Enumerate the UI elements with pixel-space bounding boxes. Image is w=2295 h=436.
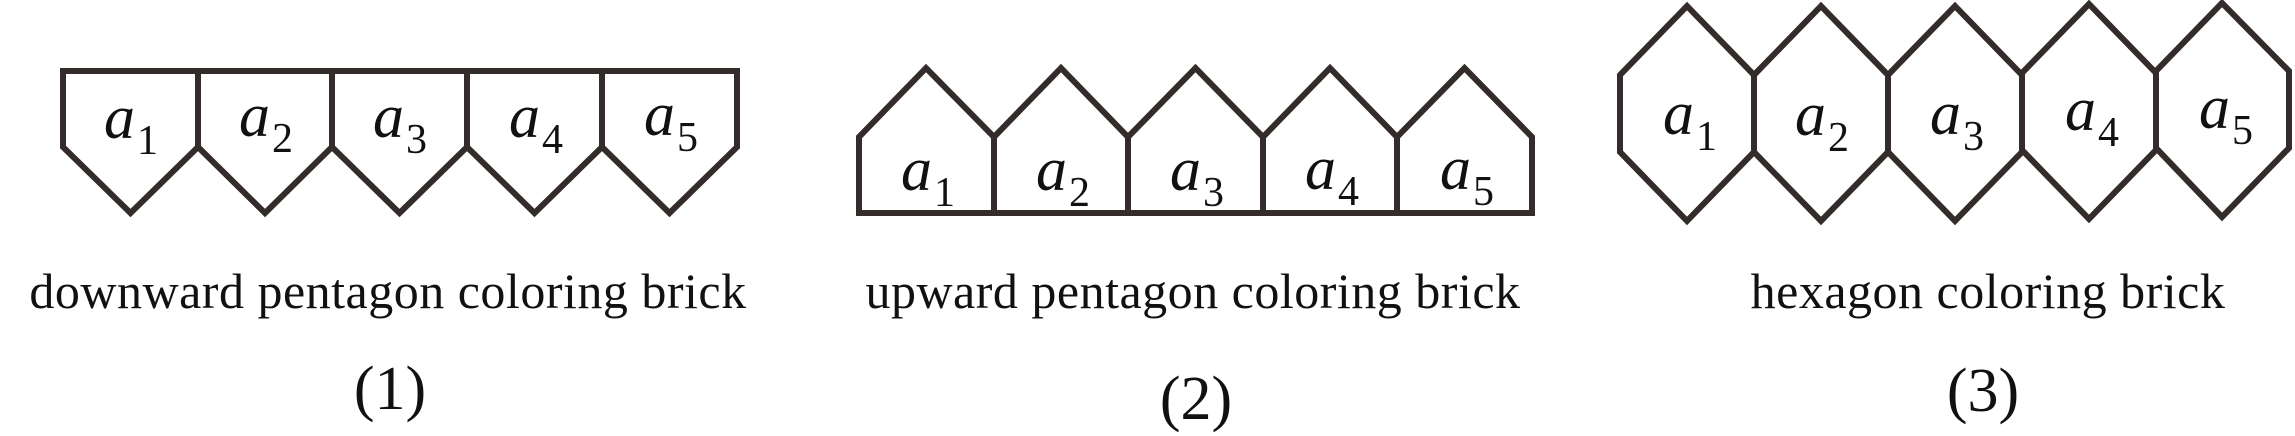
cell-subscript: 1 [934, 170, 955, 216]
cell-subscript: 4 [1338, 169, 1359, 215]
cell-subscript: 3 [1963, 114, 1984, 160]
cell-subscript: 4 [2098, 110, 2119, 156]
upward-pentagon-cell-5 [1394, 63, 1535, 216]
cell-subscript: 3 [406, 117, 427, 163]
cell-variable: a [239, 82, 270, 150]
cell-subscript: 2 [1069, 170, 1090, 216]
cell-label: a1 [901, 136, 955, 214]
cell-label: a3 [373, 83, 427, 161]
panel-caption: upward pentagon coloring brick [865, 263, 1521, 319]
cell-label: a3 [1170, 136, 1224, 214]
panel-caption: downward pentagon coloring brick [29, 263, 747, 319]
downward-pentagon-cell-5 [599, 68, 740, 218]
cell-variable: a [1795, 81, 1826, 149]
cell-label: a4 [509, 83, 563, 161]
cell-label: a4 [2065, 76, 2119, 154]
downward-pentagon-cell-2 [195, 68, 335, 218]
cell-label: a3 [1930, 80, 1984, 158]
cell-variable: a [1170, 136, 1201, 204]
cell-variable: a [1663, 80, 1694, 148]
cell-variable: a [1440, 135, 1471, 203]
cell-variable: a [104, 84, 135, 152]
cell-variable: a [2065, 76, 2096, 144]
hexagon-brick [1617, 0, 2292, 226]
cell-variable: a [2199, 74, 2230, 142]
cell-label: a5 [644, 81, 698, 159]
cell-subscript: 1 [137, 118, 158, 164]
cell-variable: a [1930, 80, 1961, 148]
cell-variable: a [1036, 136, 1067, 204]
cell-label: a1 [104, 84, 158, 162]
cell-subscript: 2 [1828, 115, 1849, 161]
panel-caption: hexagon coloring brick [1750, 263, 2226, 319]
cell-label: a1 [1663, 80, 1717, 158]
panel-number: (2) [1159, 365, 1233, 433]
cell-label: a2 [1795, 81, 1849, 159]
cell-label: a5 [2199, 74, 2253, 152]
hexagon-cell-5 [2153, 0, 2292, 222]
downward-pentagon-cell-1 [60, 68, 201, 218]
cell-variable: a [373, 83, 404, 151]
cell-subscript: 3 [1203, 170, 1224, 216]
cell-label: a2 [239, 82, 293, 160]
cell-label: a4 [1305, 135, 1359, 213]
cell-subscript: 5 [677, 115, 698, 161]
cell-variable: a [644, 81, 675, 149]
cell-subscript: 4 [542, 117, 563, 163]
cell-label: a5 [1440, 135, 1494, 213]
cell-subscript: 5 [2232, 108, 2253, 154]
panel-number: (1) [353, 355, 427, 423]
upward-pentagon-brick [856, 63, 1535, 216]
downward-pentagon-brick [60, 68, 740, 218]
cell-subscript: 2 [272, 116, 293, 162]
downward-pentagon-cell-3 [329, 68, 470, 218]
cell-subscript: 1 [1696, 114, 1717, 160]
cell-variable: a [509, 83, 540, 151]
cell-variable: a [901, 136, 932, 204]
cell-subscript: 5 [1473, 169, 1494, 215]
cell-label: a2 [1036, 136, 1090, 214]
cell-variable: a [1305, 135, 1336, 203]
panel-number: (3) [1946, 357, 2020, 425]
downward-pentagon-cell-4 [464, 68, 605, 218]
